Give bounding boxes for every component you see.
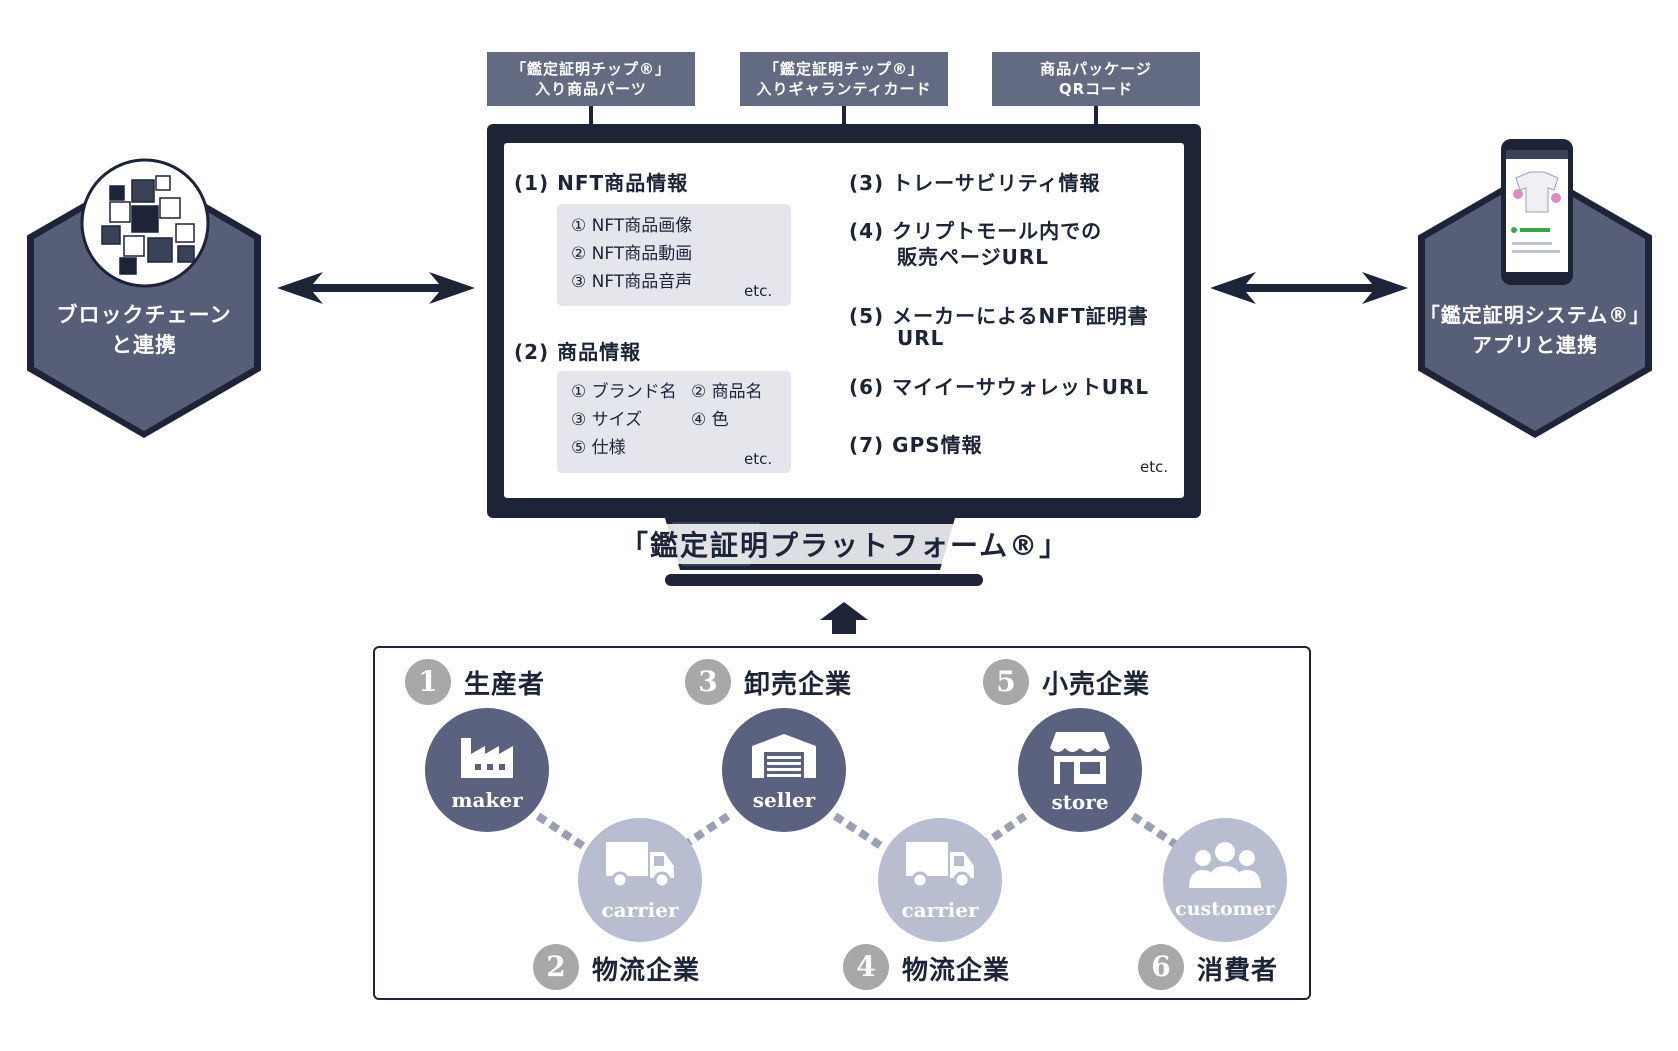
node-label: carrier [901,898,979,922]
blockchain-label-line2: と連携 [111,333,177,357]
step-label: 消費者 [1197,956,1279,986]
nft-info-box: ① NFT商品画像 ② NFT商品動画 ③ NFT商品音声 etc. [557,204,791,306]
connector-line [1094,106,1098,126]
right-double-arrow-icon [1210,272,1408,304]
app-label: 「鑑定証明システム®」 アプリと連携 [1418,300,1652,360]
blockchain-hexagon [27,168,261,438]
nft-info-item: ② NFT商品動画 [571,244,693,264]
warehouse-icon [752,734,816,778]
source-tab-line1: 「鑑定証明チップ®」 [510,60,671,78]
step-label: 物流企業 [902,956,1011,986]
app-label-line2: アプリと連携 [1472,333,1598,357]
step-number: 1 [405,659,451,705]
source-tab-line2: QRコード [1058,80,1134,98]
etc-label: etc. [1140,458,1169,476]
product-info-item: ④ 色 [691,410,729,430]
step-number: 6 [1138,944,1184,990]
step-number: 2 [533,944,579,990]
app-label-line1: 「鑑定証明システム®」 [1419,303,1651,327]
supply-chain-box [373,646,1311,1000]
node-label: customer [1175,898,1275,920]
product-info-box: ① ブランド名 ② 商品名 ③ サイズ ④ 色 ⑤ 仕様 etc. [557,371,791,473]
blockchain-label: ブロックチェーン と連携 [27,300,261,360]
node-label: carrier [601,898,679,922]
source-tab-guarantee-card: 「鑑定証明チップ®」 入りギャランティカード [740,52,948,106]
step-number: 5 [983,659,1029,705]
traceability-title: (3) トレーサビリティ情報 [849,171,1101,195]
wallet-url-title: (6) マイイーサウォレットURL [849,375,1150,399]
blockchain-cubes-icon [80,158,210,288]
crypto-mall-title: (4) クリプトモール内での [849,219,1103,243]
up-arrow-icon [820,602,868,634]
product-info-title: (2) 商品情報 [514,340,642,364]
nft-certificate-title-line2: URL [897,326,945,350]
source-tab-qr-code: 商品パッケージ QRコード [992,52,1200,106]
connector-line [589,106,593,126]
blockchain-label-line1: ブロックチェーン [56,303,232,327]
step-label: 小売企業 [1042,670,1151,700]
source-tab-line2: 入りギャランティカード [756,80,932,98]
connector-line [842,106,846,126]
platform-label: 「鑑定証明プラットフォーム®」 [620,524,1067,564]
step-number: 3 [685,659,731,705]
maker-node: maker [425,708,549,832]
crypto-mall-title-line2: 販売ページURL [897,245,1049,269]
step-label: 生産者 [464,670,546,700]
nft-certificate-title: (5) メーカーによるNFT証明書 [849,304,1149,328]
etc-label: etc. [744,450,773,468]
source-tab-line1: 商品パッケージ [1040,60,1152,78]
customer-node: customer [1163,818,1287,942]
monitor-screen: (1) NFT商品情報 ① NFT商品画像 ② NFT商品動画 ③ NFT商品音… [504,143,1184,498]
nft-info-item: ① NFT商品画像 [571,216,693,236]
node-label: seller [752,788,816,812]
source-tab-chip-parts: 「鑑定証明チップ®」 入り商品パーツ [487,52,695,106]
smartphone-icon [1501,139,1573,285]
seller-node: seller [722,708,846,832]
storefront-icon [1050,732,1110,784]
step-label: 卸売企業 [744,670,853,700]
product-info-item: ③ サイズ [571,410,643,430]
gps-info-title: (7) GPS情報 [849,433,983,457]
carrier-node: carrier [578,818,702,942]
etc-label: etc. [744,282,773,300]
product-info-item: ① ブランド名 [571,382,677,402]
truck-icon [906,842,974,889]
node-label: store [1051,790,1109,814]
nft-info-title: (1) NFT商品情報 [514,171,689,195]
product-info-item: ⑤ 仕様 [571,438,626,458]
nft-info-item: ③ NFT商品音声 [571,272,693,292]
source-tab-line1: 「鑑定証明チップ®」 [763,60,924,78]
product-info-item: ② 商品名 [691,382,763,402]
node-label: maker [451,788,523,812]
carrier-node: carrier [878,818,1002,942]
step-label: 物流企業 [592,956,701,986]
factory-icon [461,738,513,778]
truck-icon [606,842,674,889]
left-double-arrow-icon [277,272,475,304]
store-node: store [1018,708,1142,832]
people-icon [1189,842,1261,888]
step-number: 4 [843,944,889,990]
source-tab-line2: 入り商品パーツ [535,80,647,98]
